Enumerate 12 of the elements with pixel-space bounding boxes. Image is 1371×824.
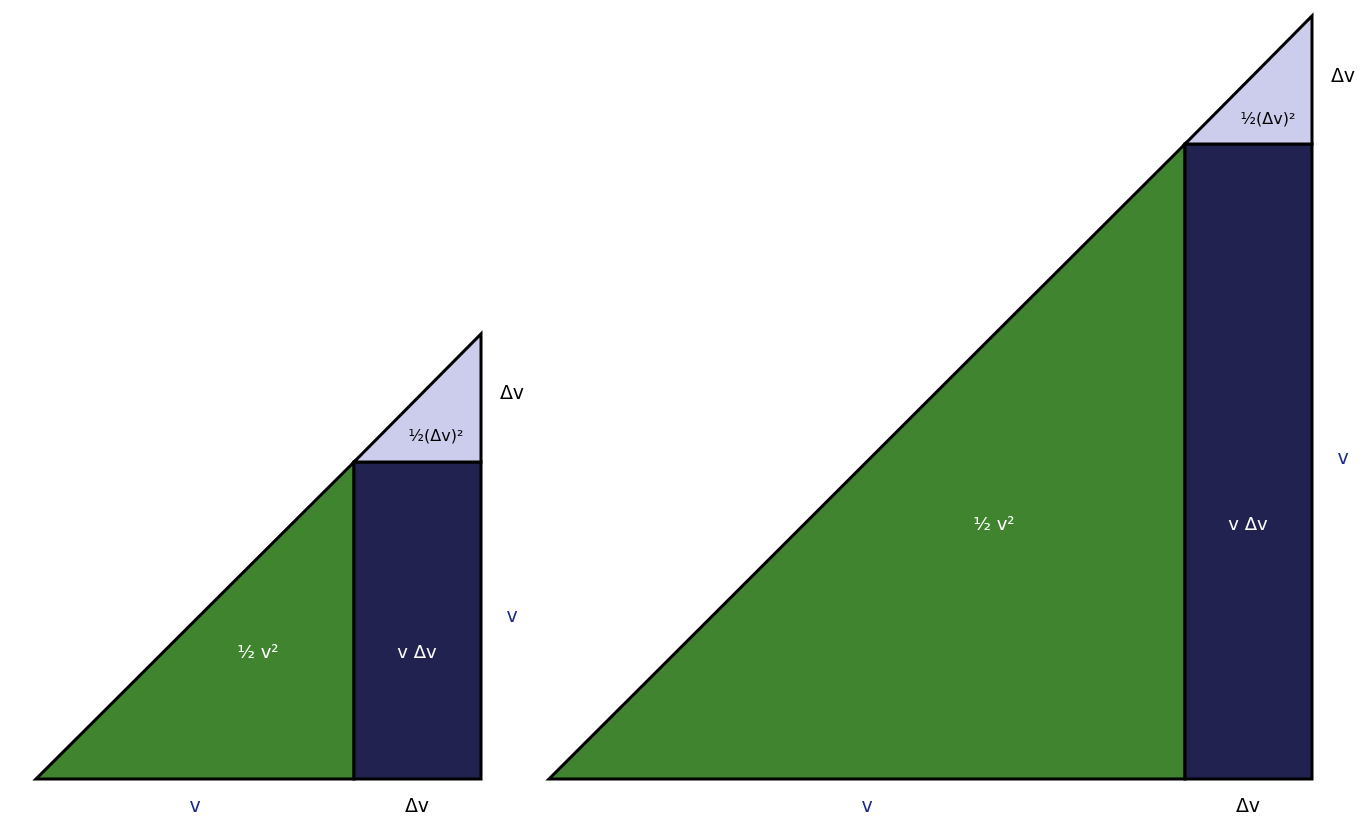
rectangle-region (1185, 144, 1312, 779)
dimension-label: v (861, 795, 873, 815)
dimension-label: Δv (1235, 795, 1261, 815)
area-label: v Δv (1228, 515, 1268, 533)
dimension-label: v (1337, 447, 1349, 467)
dimension-label: Δv (404, 795, 430, 815)
dimension-label: v (189, 795, 201, 815)
dimension-label: Δv (499, 382, 525, 402)
rectangle-region (354, 462, 481, 779)
dimension-label: v (506, 605, 518, 625)
area-label: v Δv (397, 643, 437, 661)
dimension-label: Δv (1330, 65, 1356, 85)
